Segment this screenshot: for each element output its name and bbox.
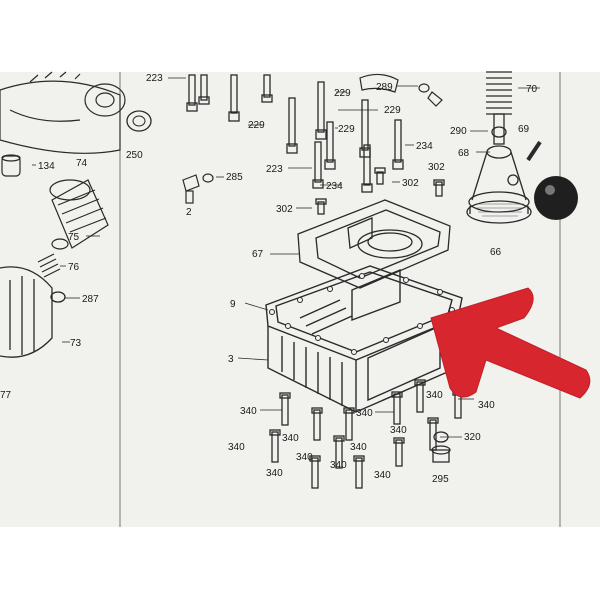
callout-label: 69 bbox=[518, 124, 530, 135]
callout-label: 76 bbox=[68, 262, 80, 273]
callout-label: 67 bbox=[252, 249, 264, 260]
callout-label: 66 bbox=[490, 247, 502, 258]
callout-label: 340 bbox=[374, 470, 391, 481]
callout-label: 340 bbox=[356, 408, 373, 419]
callout-label: 229 bbox=[338, 124, 355, 135]
callout-label: 302 bbox=[402, 178, 419, 189]
callout-label: 234 bbox=[326, 181, 343, 192]
callout-label: 302 bbox=[276, 204, 293, 215]
callout-label: 302 bbox=[428, 162, 445, 173]
spring-76 bbox=[37, 238, 69, 278]
callout-label: 2 bbox=[186, 207, 192, 218]
callout-label: 73 bbox=[70, 338, 82, 349]
callout-label: 340 bbox=[282, 433, 299, 444]
callout-label: 340 bbox=[390, 425, 407, 436]
callout-label: 229 bbox=[248, 120, 265, 131]
callout-label: 234 bbox=[416, 141, 433, 152]
oil-pan-bolt-holes bbox=[269, 273, 455, 355]
washer-285 bbox=[202, 173, 214, 183]
callout-label: 75 bbox=[68, 232, 80, 243]
callout-label: 70 bbox=[526, 84, 538, 95]
callout-label: 290 bbox=[450, 126, 467, 137]
clutch-gear-drawing bbox=[0, 71, 126, 154]
strainer-mesh bbox=[476, 203, 524, 217]
callout-label: 295 bbox=[432, 474, 449, 485]
callout-label: 9 bbox=[230, 299, 236, 310]
callout-label: 229 bbox=[384, 105, 401, 116]
callout-label: 340 bbox=[478, 400, 495, 411]
callout-label: 3 bbox=[228, 354, 234, 365]
callout-label: 68 bbox=[458, 148, 470, 159]
gasket-67 bbox=[297, 199, 451, 289]
callout-label: 77 bbox=[0, 390, 12, 401]
callout-label: 340 bbox=[350, 442, 367, 453]
bolts-top bbox=[186, 74, 445, 215]
callout-label: 223 bbox=[266, 164, 283, 175]
callout-label: 250 bbox=[126, 150, 143, 161]
dark-sphere bbox=[534, 176, 578, 220]
callout-label: 340 bbox=[240, 406, 257, 417]
callout-label: 74 bbox=[76, 158, 88, 169]
callout-label: 289 bbox=[376, 82, 393, 93]
callout-label: 340 bbox=[330, 460, 347, 471]
sleeve-134 bbox=[1, 154, 21, 177]
callout-label: 340 bbox=[228, 442, 245, 453]
callout-label: 340 bbox=[266, 468, 283, 479]
callout-labels: 223 229 289 70 229 229 229 250 234 290 6… bbox=[0, 73, 538, 485]
leader-lines bbox=[32, 77, 540, 438]
callout-label: 340 bbox=[426, 390, 443, 401]
callout-label: 134 bbox=[38, 161, 55, 172]
washer-250 bbox=[126, 110, 152, 132]
callout-label: 320 bbox=[464, 432, 481, 443]
callout-label: 340 bbox=[296, 452, 313, 463]
callout-label: 287 bbox=[82, 294, 99, 305]
oil-filter-74 bbox=[49, 179, 109, 249]
red-arrow-icon bbox=[430, 287, 591, 399]
drain-bolt-2 bbox=[182, 174, 200, 204]
callout-label: 285 bbox=[226, 172, 243, 183]
callout-label: 223 bbox=[146, 73, 163, 84]
callout-label: 229 bbox=[334, 88, 351, 99]
filter-housing bbox=[0, 266, 66, 358]
fitting-289 bbox=[359, 73, 443, 107]
